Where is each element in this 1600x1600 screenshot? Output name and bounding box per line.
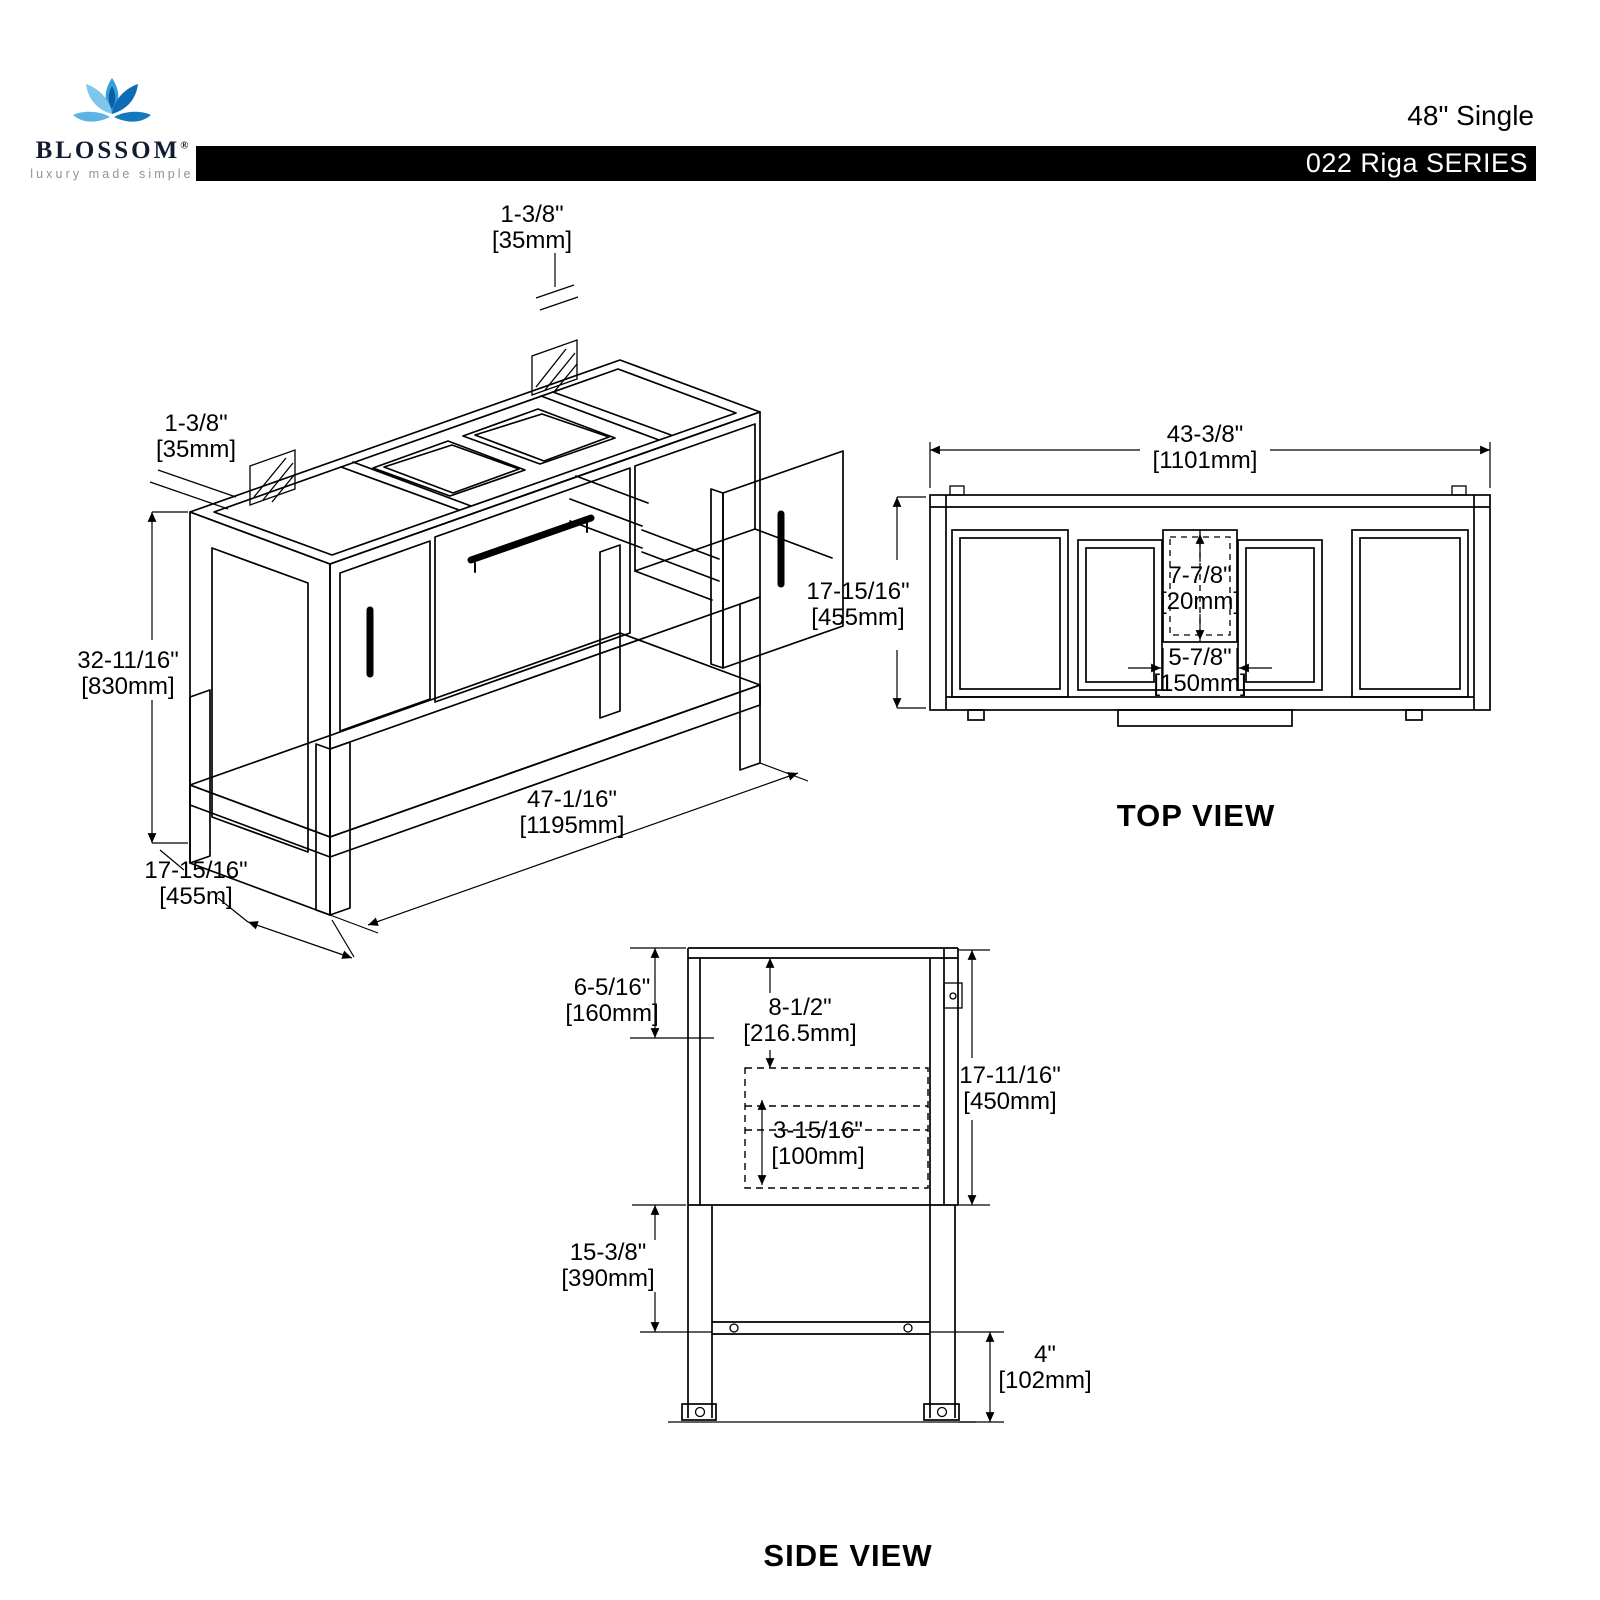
- dim-iso-height: 32-11/16" [830mm]: [77, 648, 178, 700]
- dim-inches: 17-15/16": [144, 857, 248, 884]
- dim-mm: [35mm]: [155, 436, 237, 463]
- dim-iso-width: 47-1/16" [1195mm]: [520, 787, 625, 839]
- product-size-label: 48" Single: [1407, 100, 1534, 131]
- dim-mm: [830mm]: [81, 673, 175, 700]
- dim-mm: [450mm]: [963, 1088, 1057, 1115]
- top-view-title: TOP VIEW: [1116, 798, 1276, 833]
- dim-inches: 17-15/16": [806, 578, 910, 605]
- dim-top-center-depth: 7-7/8" [20mm]: [1160, 563, 1240, 615]
- dim-top-depth: 17-15/16" [455mm]: [806, 579, 909, 631]
- dim-mm: [20mm]: [1159, 588, 1241, 615]
- dim-inches: 3-15/16": [773, 1117, 863, 1144]
- iso-view-drawing: [189, 359, 844, 916]
- brand-logo: BLOSSOM® luxury made simple: [28, 76, 196, 181]
- dim-top-center-width: 5-7/8" [150mm]: [1153, 645, 1246, 697]
- dim-inches: 4": [1034, 1341, 1056, 1368]
- dim-mm: [390mm]: [561, 1265, 655, 1292]
- top-view-drawing: [929, 485, 1491, 727]
- dim-side-cabinet-depth: 17-11/16" [450mm]: [959, 1063, 1060, 1115]
- series-bar: 022 Riga SERIES: [196, 146, 1536, 181]
- dim-top-width: 43-3/8" [1101mm]: [1153, 422, 1258, 474]
- side-view-title: SIDE VIEW: [763, 1538, 933, 1573]
- dim-mm: [160mm]: [565, 1000, 659, 1027]
- dim-inches: 7-7/8": [1168, 562, 1232, 589]
- dim-side-top-offset: 6-5/16" [160mm]: [565, 975, 658, 1027]
- dim-mm: [100mm]: [771, 1143, 865, 1170]
- brand-name: BLOSSOM: [35, 137, 181, 164]
- dim-mm: [102mm]: [998, 1367, 1092, 1394]
- dim-mm: [1195mm]: [519, 812, 625, 839]
- dim-mm: [455mm]: [811, 604, 905, 631]
- dim-inches: 1-3/8": [164, 410, 228, 437]
- brand-name-line: BLOSSOM®: [28, 137, 196, 165]
- dim-mm: [1101mm]: [1152, 447, 1258, 474]
- series-label: 022 Riga SERIES: [1305, 148, 1528, 178]
- dimension-lines: [147, 253, 1491, 1423]
- dim-side-shelf-height: 15-3/8" [390mm]: [561, 1240, 654, 1292]
- dim-inches: 5-7/8": [1168, 644, 1232, 671]
- mounting-brackets: [249, 339, 578, 506]
- dim-side-drawer-depth: 8-1/2" [216.5mm]: [743, 995, 856, 1047]
- dim-side-leg-height: 4" [102mm]: [998, 1342, 1091, 1394]
- dim-inches: 1-3/8": [500, 201, 564, 228]
- dim-inches: 43-3/8": [1166, 421, 1244, 448]
- dim-iso-side-thickness: 1-3/8" [35mm]: [156, 411, 236, 463]
- dim-mm: [35mm]: [491, 227, 573, 254]
- dim-mm: [455m]: [159, 883, 233, 910]
- blossom-flower-icon: [73, 78, 151, 122]
- dim-iso-top-thickness: 1-3/8" [35mm]: [492, 202, 572, 254]
- dim-side-drawer-height: 3-15/16" [100mm]: [771, 1118, 864, 1170]
- dim-mm: [216.5mm]: [743, 1020, 857, 1047]
- side-view-drawing: [668, 947, 976, 1423]
- dim-mm: [150mm]: [1153, 670, 1247, 697]
- dim-inches: 15-3/8": [569, 1239, 647, 1266]
- registered-mark: ®: [180, 139, 189, 152]
- brand-tagline: luxury made simple: [30, 167, 194, 181]
- dim-inches: 47-1/16": [527, 786, 617, 813]
- dim-inches: 32-11/16": [77, 647, 179, 674]
- dim-inches: 8-1/2": [768, 994, 832, 1021]
- dim-inches: 6-5/16": [573, 974, 651, 1001]
- dim-iso-depth: 17-15/16" [455m]: [144, 858, 247, 910]
- dim-inches: 17-11/16": [959, 1062, 1061, 1089]
